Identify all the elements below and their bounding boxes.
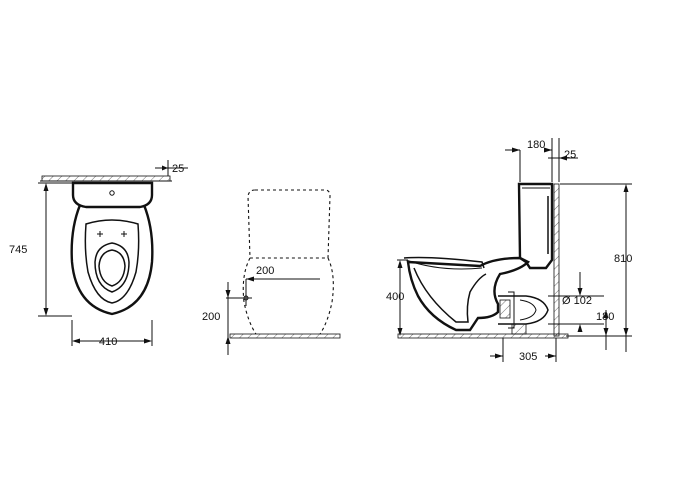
front-seat-opening <box>94 242 130 293</box>
outline-floor <box>229 333 341 339</box>
total-height-label: 810 <box>614 253 632 265</box>
side-connector <box>499 299 511 319</box>
drain-offset-label: 200 <box>256 265 274 277</box>
side-floor <box>397 333 569 339</box>
side-wall <box>553 183 560 337</box>
front-seat <box>84 219 140 304</box>
outlet-distance-label: 305 <box>519 351 537 363</box>
front-bowl <box>70 204 154 316</box>
front-height-label: 745 <box>9 244 27 256</box>
outline-bowl <box>242 257 334 335</box>
side-outlet-pipe <box>498 295 549 325</box>
side-view: 180 25 810 400 Ø 102 180 <box>386 138 632 363</box>
outline-view: 200 200 <box>202 189 341 355</box>
front-wall-offset-label: 25 <box>172 163 184 175</box>
outline-tank <box>247 189 331 259</box>
front-tank <box>71 181 154 209</box>
front-width-label: 410 <box>99 336 117 348</box>
side-tank <box>517 182 554 270</box>
tank-depth-label: 180 <box>527 139 545 151</box>
pipe-diameter-label: Ø 102 <box>562 295 592 307</box>
front-wall-strip <box>41 175 171 182</box>
wall-gap-label: 25 <box>564 149 576 161</box>
fixing-cross-icon <box>97 231 127 237</box>
drain-height-label: 200 <box>202 311 220 323</box>
side-bowl <box>406 256 531 332</box>
seat-height-label: 400 <box>386 291 404 303</box>
flush-button-icon <box>109 190 115 196</box>
front-view: 745 410 25 <box>9 160 188 348</box>
pipe-height-label: 180 <box>596 311 614 323</box>
side-seat <box>403 256 485 269</box>
